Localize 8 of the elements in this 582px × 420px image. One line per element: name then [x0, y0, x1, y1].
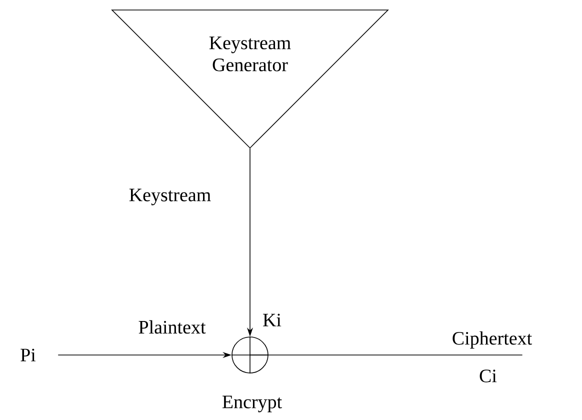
input-label: Pi: [20, 348, 36, 362]
signal-label: Ci: [480, 370, 497, 382]
signal-label: Plaintext: [138, 320, 206, 334]
signal-label: Keystream: [129, 188, 211, 206]
output-label: Ciphertext: [452, 331, 532, 349]
signal-label: Ki: [263, 314, 282, 326]
xor-symbol: [231, 336, 269, 374]
caption: Encrypt: [222, 396, 282, 412]
